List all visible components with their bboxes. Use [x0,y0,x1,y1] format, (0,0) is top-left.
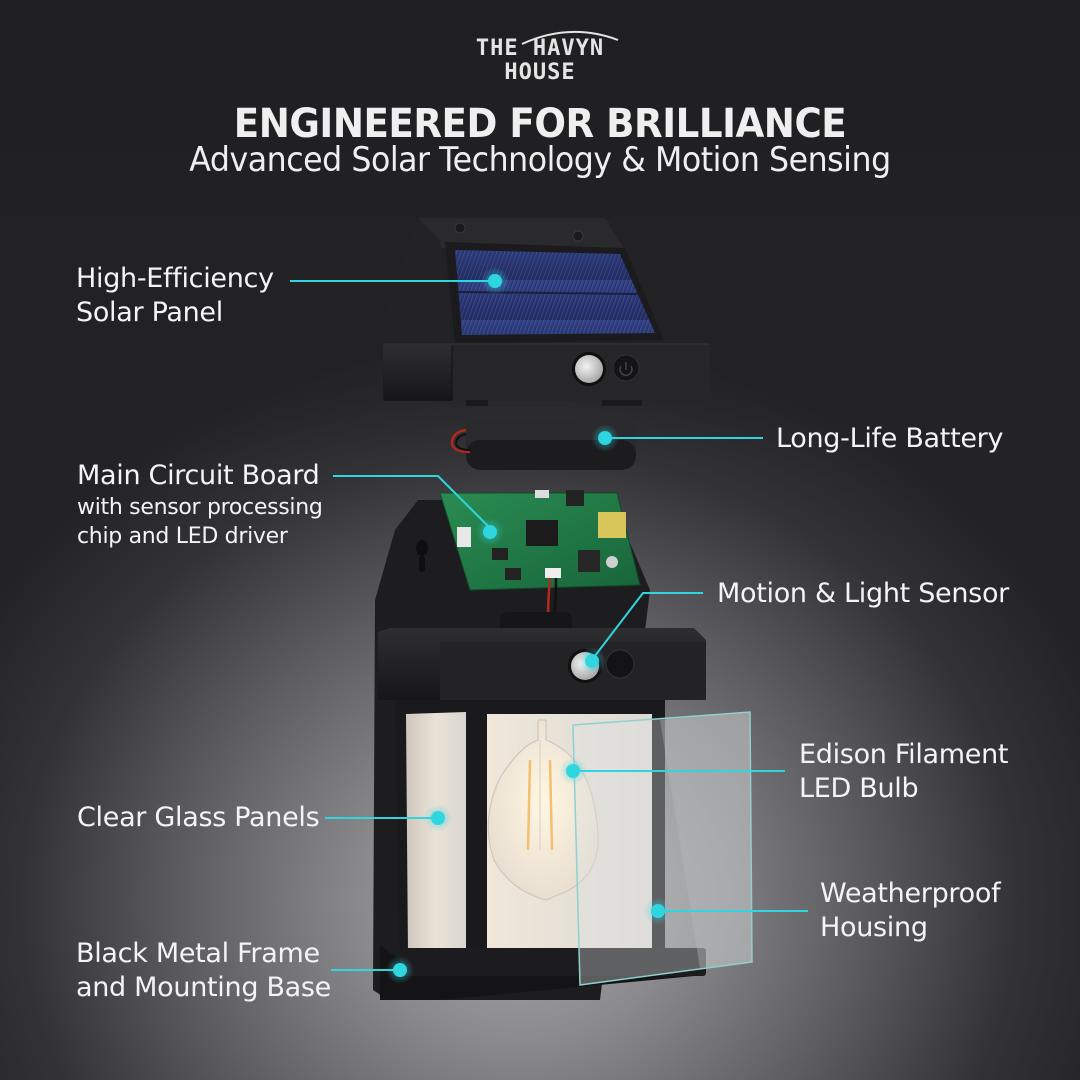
callout-label-frame: Black Metal Frame and Mounting Base [76,937,331,1005]
callout-text-line: Edison Filament [799,739,1009,770]
callout-text-line: Motion & Light Sensor [717,578,1009,609]
callout-text-line: and Mounting Base [76,972,331,1003]
logo-roof-arc-icon [521,30,619,45]
callout-lines [290,280,808,971]
callout-text-line: High-Efficiency [76,263,274,294]
callout-text-line: LED Bulb [799,773,919,804]
callout-label-circuit-board: Main Circuit Board with sensor processin… [77,459,323,552]
callout-dot-circuit-board-icon [476,518,504,546]
callout-text-line: Housing [820,912,928,943]
callout-text-line: Solar Panel [76,297,223,328]
callout-subtext-line: chip and LED driver [77,524,288,549]
callout-label-housing: Weatherproof Housing [820,877,1001,945]
callout-label-solar-panel: High-Efficiency Solar Panel [76,262,274,330]
callout-text-line: Black Metal Frame [76,938,320,969]
callout-text-line: Clear Glass Panels [77,802,320,833]
callout-label-glass-panels: Clear Glass Panels [77,801,320,835]
callout-dot-solar-panel-icon [481,267,509,295]
brand-name-line1: THE HAVYN [475,36,605,61]
callout-label-motion-sensor: Motion & Light Sensor [717,577,1009,611]
callout-label-led-bulb: Edison Filament LED Bulb [799,738,1009,806]
callout-label-battery: Long-Life Battery [776,422,1003,456]
callout-dots [386,267,672,984]
brand-logo: THE HAVYN HOUSE [440,22,640,88]
callout-dot-housing-icon [644,897,672,925]
solar-cap-unit [382,218,710,406]
callout-subtext-line: with sensor processing [77,495,323,520]
callout-dot-frame-icon [386,956,414,984]
lantern-body [380,700,706,1000]
callout-dot-led-bulb-icon [559,757,587,785]
page-subtitle: Advanced Solar Technology & Motion Sensi… [189,140,891,180]
callout-text-line: Main Circuit Board [77,460,320,491]
detached-glass-pane [572,711,753,986]
page-title: ENGINEERED FOR BRILLIANCE [233,101,847,147]
callout-text-line: Long-Life Battery [776,423,1004,454]
brand-name-line2: HOUSE [504,60,576,85]
callout-text-line: Weatherproof [820,878,1001,909]
callout-dot-motion-sensor-icon [578,647,606,675]
callout-dot-glass-panels-icon [424,804,452,832]
callout-dot-battery-icon [591,424,619,452]
